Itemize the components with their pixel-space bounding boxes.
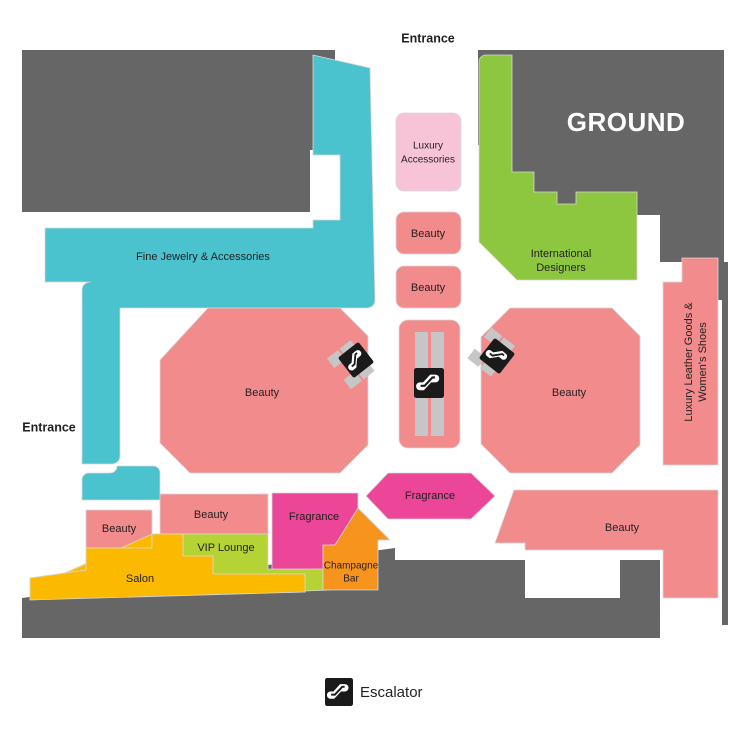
zone-shape-luxury-accessories[interactable]	[395, 112, 462, 192]
building-block-east-strip	[722, 262, 728, 625]
escalator-step-nw	[326, 349, 346, 369]
legend: Escalator	[325, 678, 423, 706]
zone-shape-teal-annex[interactable]	[81, 465, 161, 501]
zone-shape-beauty-east[interactable]	[480, 307, 641, 474]
building-block-south	[22, 548, 660, 638]
zone-beauty-southeast[interactable]: Beauty	[494, 489, 719, 599]
escalator-icon[interactable]	[414, 368, 444, 398]
zone-beauty-southwest-wide[interactable]: Beauty	[159, 493, 269, 535]
building-block-northeast	[478, 50, 724, 300]
zone-shape-fragrance-center[interactable]	[365, 472, 496, 520]
zone-shape-international-designers[interactable]	[478, 54, 638, 281]
escalator-west[interactable]	[326, 337, 379, 390]
escalator-icon	[325, 678, 353, 706]
zone-shape-champagne-bar[interactable]	[322, 507, 391, 591]
escalator-step-sw	[343, 371, 363, 390]
escalator-step-sw	[467, 348, 486, 367]
zone-shape-fine-jewelry[interactable]	[44, 54, 376, 465]
zone-shape-beauty-southeast[interactable]	[494, 489, 719, 599]
entrance-label-top: Entrance	[401, 31, 455, 45]
escalator-step-se	[479, 358, 499, 377]
zone-shape-beauty-north-1[interactable]	[395, 211, 462, 255]
zone-shape-beauty-southwest-wide[interactable]	[159, 493, 269, 535]
zone-shape-luxury-leather[interactable]	[662, 257, 719, 466]
escalator-east[interactable]	[467, 327, 519, 379]
building-block-northwest	[22, 50, 335, 212]
zone-beauty-west[interactable]: Beauty	[159, 307, 369, 474]
zone-shape-salon-body[interactable]	[29, 533, 306, 601]
page-title: GROUND	[567, 107, 686, 137]
zone-beauty-north-1[interactable]: Beauty	[395, 211, 462, 255]
escalator-center[interactable]	[414, 368, 444, 398]
zone-fragrance-center[interactable]: Fragrance	[365, 472, 496, 520]
zone-luxury-leather[interactable]: Luxury Leather Goods & Women's Shoes	[662, 257, 719, 466]
zone-teal-annex[interactable]	[81, 465, 161, 501]
building-masses	[22, 50, 728, 638]
zone-shape-beauty-west[interactable]	[159, 307, 369, 474]
zone-beauty-east[interactable]: Beauty	[480, 307, 641, 474]
zone-shape-beauty-north-2[interactable]	[395, 265, 462, 309]
zone-luxury-accessories[interactable]: Luxury Accessories	[395, 112, 462, 192]
escalator-step-se	[356, 361, 375, 380]
zone-beauty-north-2[interactable]: Beauty	[395, 265, 462, 309]
legend-item-label-escalator: Escalator	[360, 684, 423, 701]
entrance-label-left: Entrance	[22, 420, 76, 434]
